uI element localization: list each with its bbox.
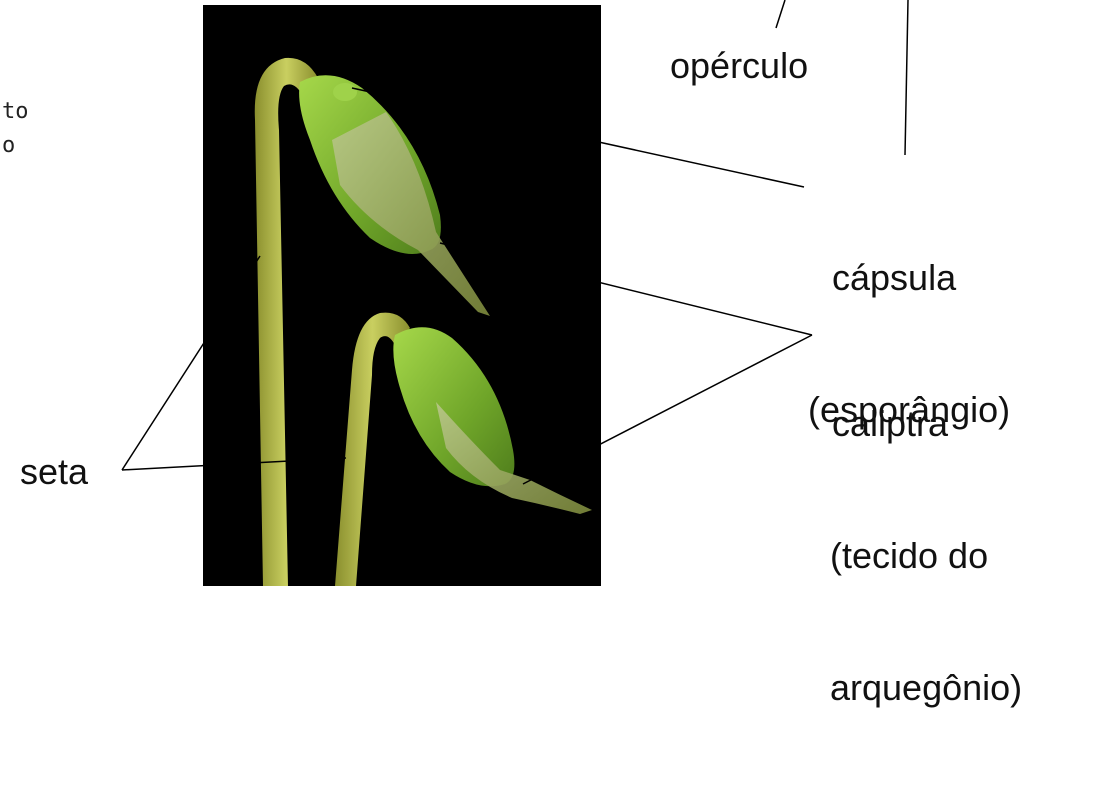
label-caliptra: caliptra (tecido do arquegônio) (830, 314, 1022, 798)
operculum-1 (333, 83, 357, 101)
diagram-stage: to o (0, 0, 1101, 586)
label-caliptra-line-2: (tecido do (830, 534, 1022, 578)
label-capsula-line-1: cápsula (808, 256, 1010, 300)
label-caliptra-line-1: caliptra (830, 402, 1022, 446)
label-operculo: opérculo (670, 44, 808, 88)
label-caliptra-line-3: arquegônio) (830, 666, 1022, 710)
leader-operculo (776, 0, 785, 28)
leader-capsula-top (905, 0, 908, 155)
label-seta: seta (20, 450, 88, 494)
